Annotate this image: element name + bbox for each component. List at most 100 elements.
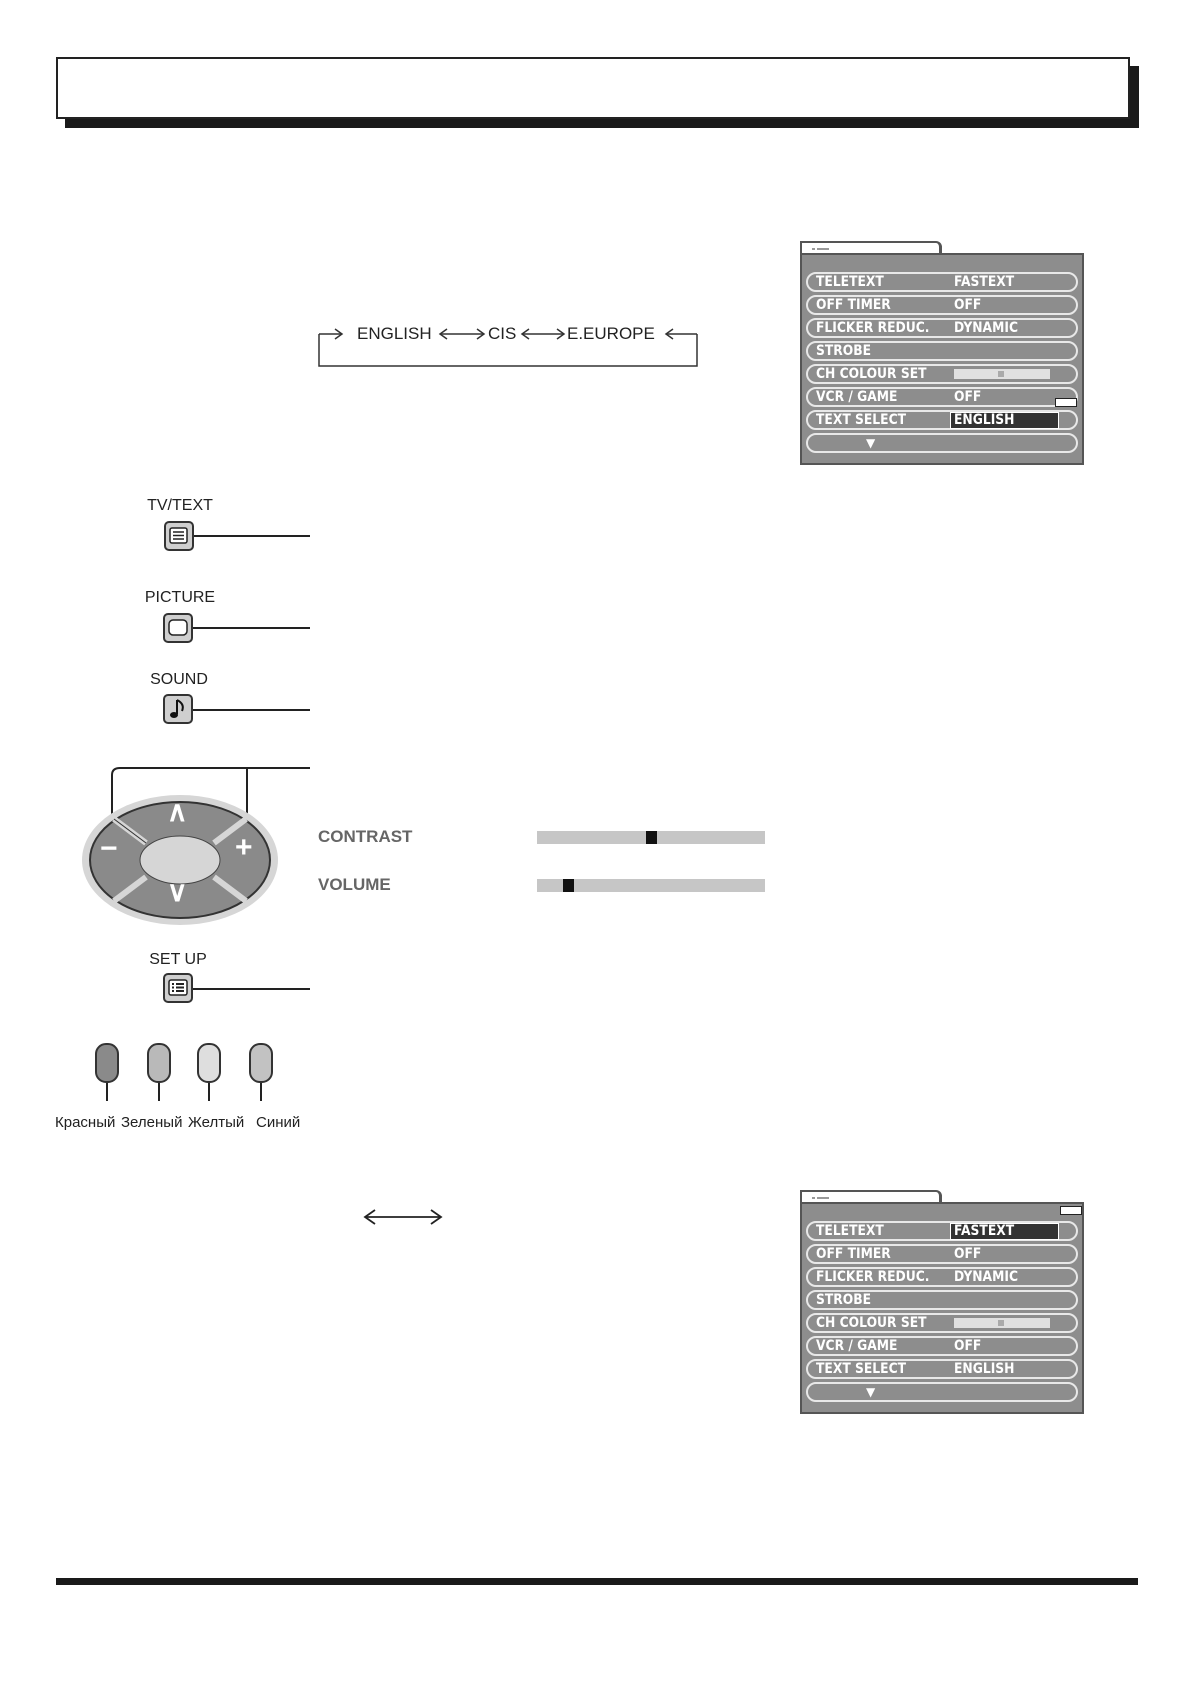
row-label: VCR / GAME <box>816 1338 898 1354</box>
tv-text-leader-line <box>194 535 310 537</box>
setup-list-icon <box>168 979 188 996</box>
row-label: TELETEXT <box>816 1223 884 1239</box>
footer-rule <box>56 1578 1138 1585</box>
music-note-icon <box>170 699 184 718</box>
contrast-bar[interactable] <box>537 831 765 844</box>
menu-row-vcr-game[interactable]: VCR / GAME OFF <box>806 387 1078 407</box>
tv-text-button[interactable] <box>164 521 194 551</box>
menu-row-ch-colour-set[interactable]: CH COLOUR SET <box>806 364 1078 384</box>
blue-key-stem <box>260 1083 262 1101</box>
setup-button[interactable] <box>163 973 193 1003</box>
slider-thumb <box>998 371 1004 377</box>
menu-row-flicker-reduc[interactable]: FLICKER REDUC. DYNAMIC <box>806 318 1078 338</box>
lang-english: ENGLISH <box>357 324 432 343</box>
sound-label: SOUND <box>150 671 208 688</box>
volume-label: VOLUME <box>318 875 391 894</box>
row-label: FLICKER REDUC. <box>816 320 930 336</box>
volume-thumb <box>563 879 574 892</box>
selected-value-text: ENGLISH <box>954 412 1015 428</box>
row-value: ENGLISH <box>954 1361 1015 1377</box>
setup-menu-top: TELETEXT FASTEXT OFF TIMER OFF FLICKER R… <box>800 241 1090 467</box>
menu-row-flicker-reduc[interactable]: FLICKER REDUC. DYNAMIC <box>806 1267 1078 1287</box>
red-key[interactable] <box>95 1043 119 1083</box>
picture-icon <box>168 619 188 636</box>
yellow-key[interactable] <box>197 1043 221 1083</box>
row-label: OFF TIMER <box>816 1246 891 1262</box>
menu-row-more[interactable]: ▼ <box>806 433 1078 453</box>
setup-leader-line <box>193 988 310 990</box>
green-key-label: Зеленый <box>121 1114 183 1131</box>
menu-panel: TELETEXT FASTEXT OFF TIMER OFF FLICKER R… <box>800 1202 1084 1414</box>
double-arrow-icon <box>363 1209 443 1225</box>
language-cycle-diagram: ENGLISH CIS E.EUROPE <box>318 318 698 368</box>
sound-leader-line <box>193 709 310 711</box>
plus-button[interactable]: + <box>235 831 253 864</box>
row-label: STROBE <box>816 343 872 359</box>
menu-row-text-select[interactable]: TEXT SELECT ENGLISH <box>806 1359 1078 1379</box>
colour-set-slider[interactable] <box>954 1318 1050 1328</box>
menu-row-vcr-game[interactable]: VCR / GAME OFF <box>806 1336 1078 1356</box>
slider-thumb <box>998 1320 1004 1326</box>
menu-row-off-timer[interactable]: OFF TIMER OFF <box>806 295 1078 315</box>
language-cycle-arrows <box>318 328 698 367</box>
row-label: FLICKER REDUC. <box>816 1269 930 1285</box>
setup-label: SET UP <box>149 951 207 968</box>
row-value: DYNAMIC <box>954 320 1018 336</box>
picture-leader-line <box>193 627 310 629</box>
row-value: OFF <box>954 297 982 313</box>
menu-row-off-timer[interactable]: OFF TIMER OFF <box>806 1244 1078 1264</box>
sound-button[interactable] <box>163 694 193 724</box>
row-label: OFF TIMER <box>816 297 891 313</box>
menu-row-more[interactable]: ▼ <box>806 1382 1078 1402</box>
down-arrow-icon: ▼ <box>866 1385 876 1399</box>
menu-row-ch-colour-set[interactable]: CH COLOUR SET <box>806 1313 1078 1333</box>
picture-button[interactable] <box>163 613 193 643</box>
down-button[interactable]: ∨ <box>167 876 188 907</box>
teletext-icon <box>169 527 188 544</box>
row-value-selected: ENGLISH <box>950 412 1059 429</box>
lang-e-europe: E.EUROPE <box>567 324 655 343</box>
row-value: DYNAMIC <box>954 1269 1018 1285</box>
up-button[interactable]: ∧ <box>167 796 188 827</box>
lang-cis: CIS <box>488 324 517 343</box>
tv-text-label: TV/TEXT <box>147 497 213 514</box>
row-value-selected: FASTEXT <box>950 1223 1059 1240</box>
menu-row-teletext[interactable]: TELETEXT FASTEXT <box>806 272 1078 292</box>
red-key-stem <box>106 1083 108 1101</box>
red-key-label: Красный <box>55 1114 116 1131</box>
row-value: OFF <box>954 1246 982 1262</box>
row-label: CH COLOUR SET <box>816 1315 927 1331</box>
menu-row-text-select[interactable]: TEXT SELECT ENGLISH <box>806 410 1078 430</box>
mini-indicator-icon <box>1055 398 1077 407</box>
contrast-label: CONTRAST <box>318 827 413 846</box>
contrast-thumb <box>646 831 657 844</box>
colour-set-slider[interactable] <box>954 369 1050 379</box>
row-label: TEXT SELECT <box>816 1361 907 1377</box>
yellow-key-stem <box>208 1083 210 1101</box>
header-frame <box>56 57 1130 119</box>
picture-label: PICTURE <box>144 589 216 606</box>
blue-key-label: Синий <box>256 1114 301 1131</box>
selected-value-text: FASTEXT <box>954 1223 1015 1239</box>
volume-bar[interactable] <box>537 879 765 892</box>
row-label: CH COLOUR SET <box>816 366 927 382</box>
navigation-pad <box>82 767 310 925</box>
row-value: OFF <box>954 1338 982 1354</box>
green-key-stem <box>158 1083 160 1101</box>
green-key[interactable] <box>147 1043 171 1083</box>
mini-indicator-icon <box>1060 1206 1082 1215</box>
row-label: TEXT SELECT <box>816 412 907 428</box>
menu-row-teletext[interactable]: TELETEXT FASTEXT <box>806 1221 1078 1241</box>
row-value: OFF <box>954 389 982 405</box>
menu-row-strobe[interactable]: STROBE <box>806 341 1078 361</box>
menu-row-strobe[interactable]: STROBE <box>806 1290 1078 1310</box>
yellow-key-label: Желтый <box>188 1114 245 1131</box>
down-arrow-icon: ▼ <box>866 436 876 450</box>
blue-key[interactable] <box>249 1043 273 1083</box>
menu-panel: TELETEXT FASTEXT OFF TIMER OFF FLICKER R… <box>800 253 1084 465</box>
minus-button[interactable]: − <box>100 832 118 865</box>
setup-menu-bottom: TELETEXT FASTEXT OFF TIMER OFF FLICKER R… <box>800 1190 1090 1416</box>
row-label: STROBE <box>816 1292 872 1308</box>
row-label: TELETEXT <box>816 274 884 290</box>
row-value: FASTEXT <box>954 274 1015 290</box>
